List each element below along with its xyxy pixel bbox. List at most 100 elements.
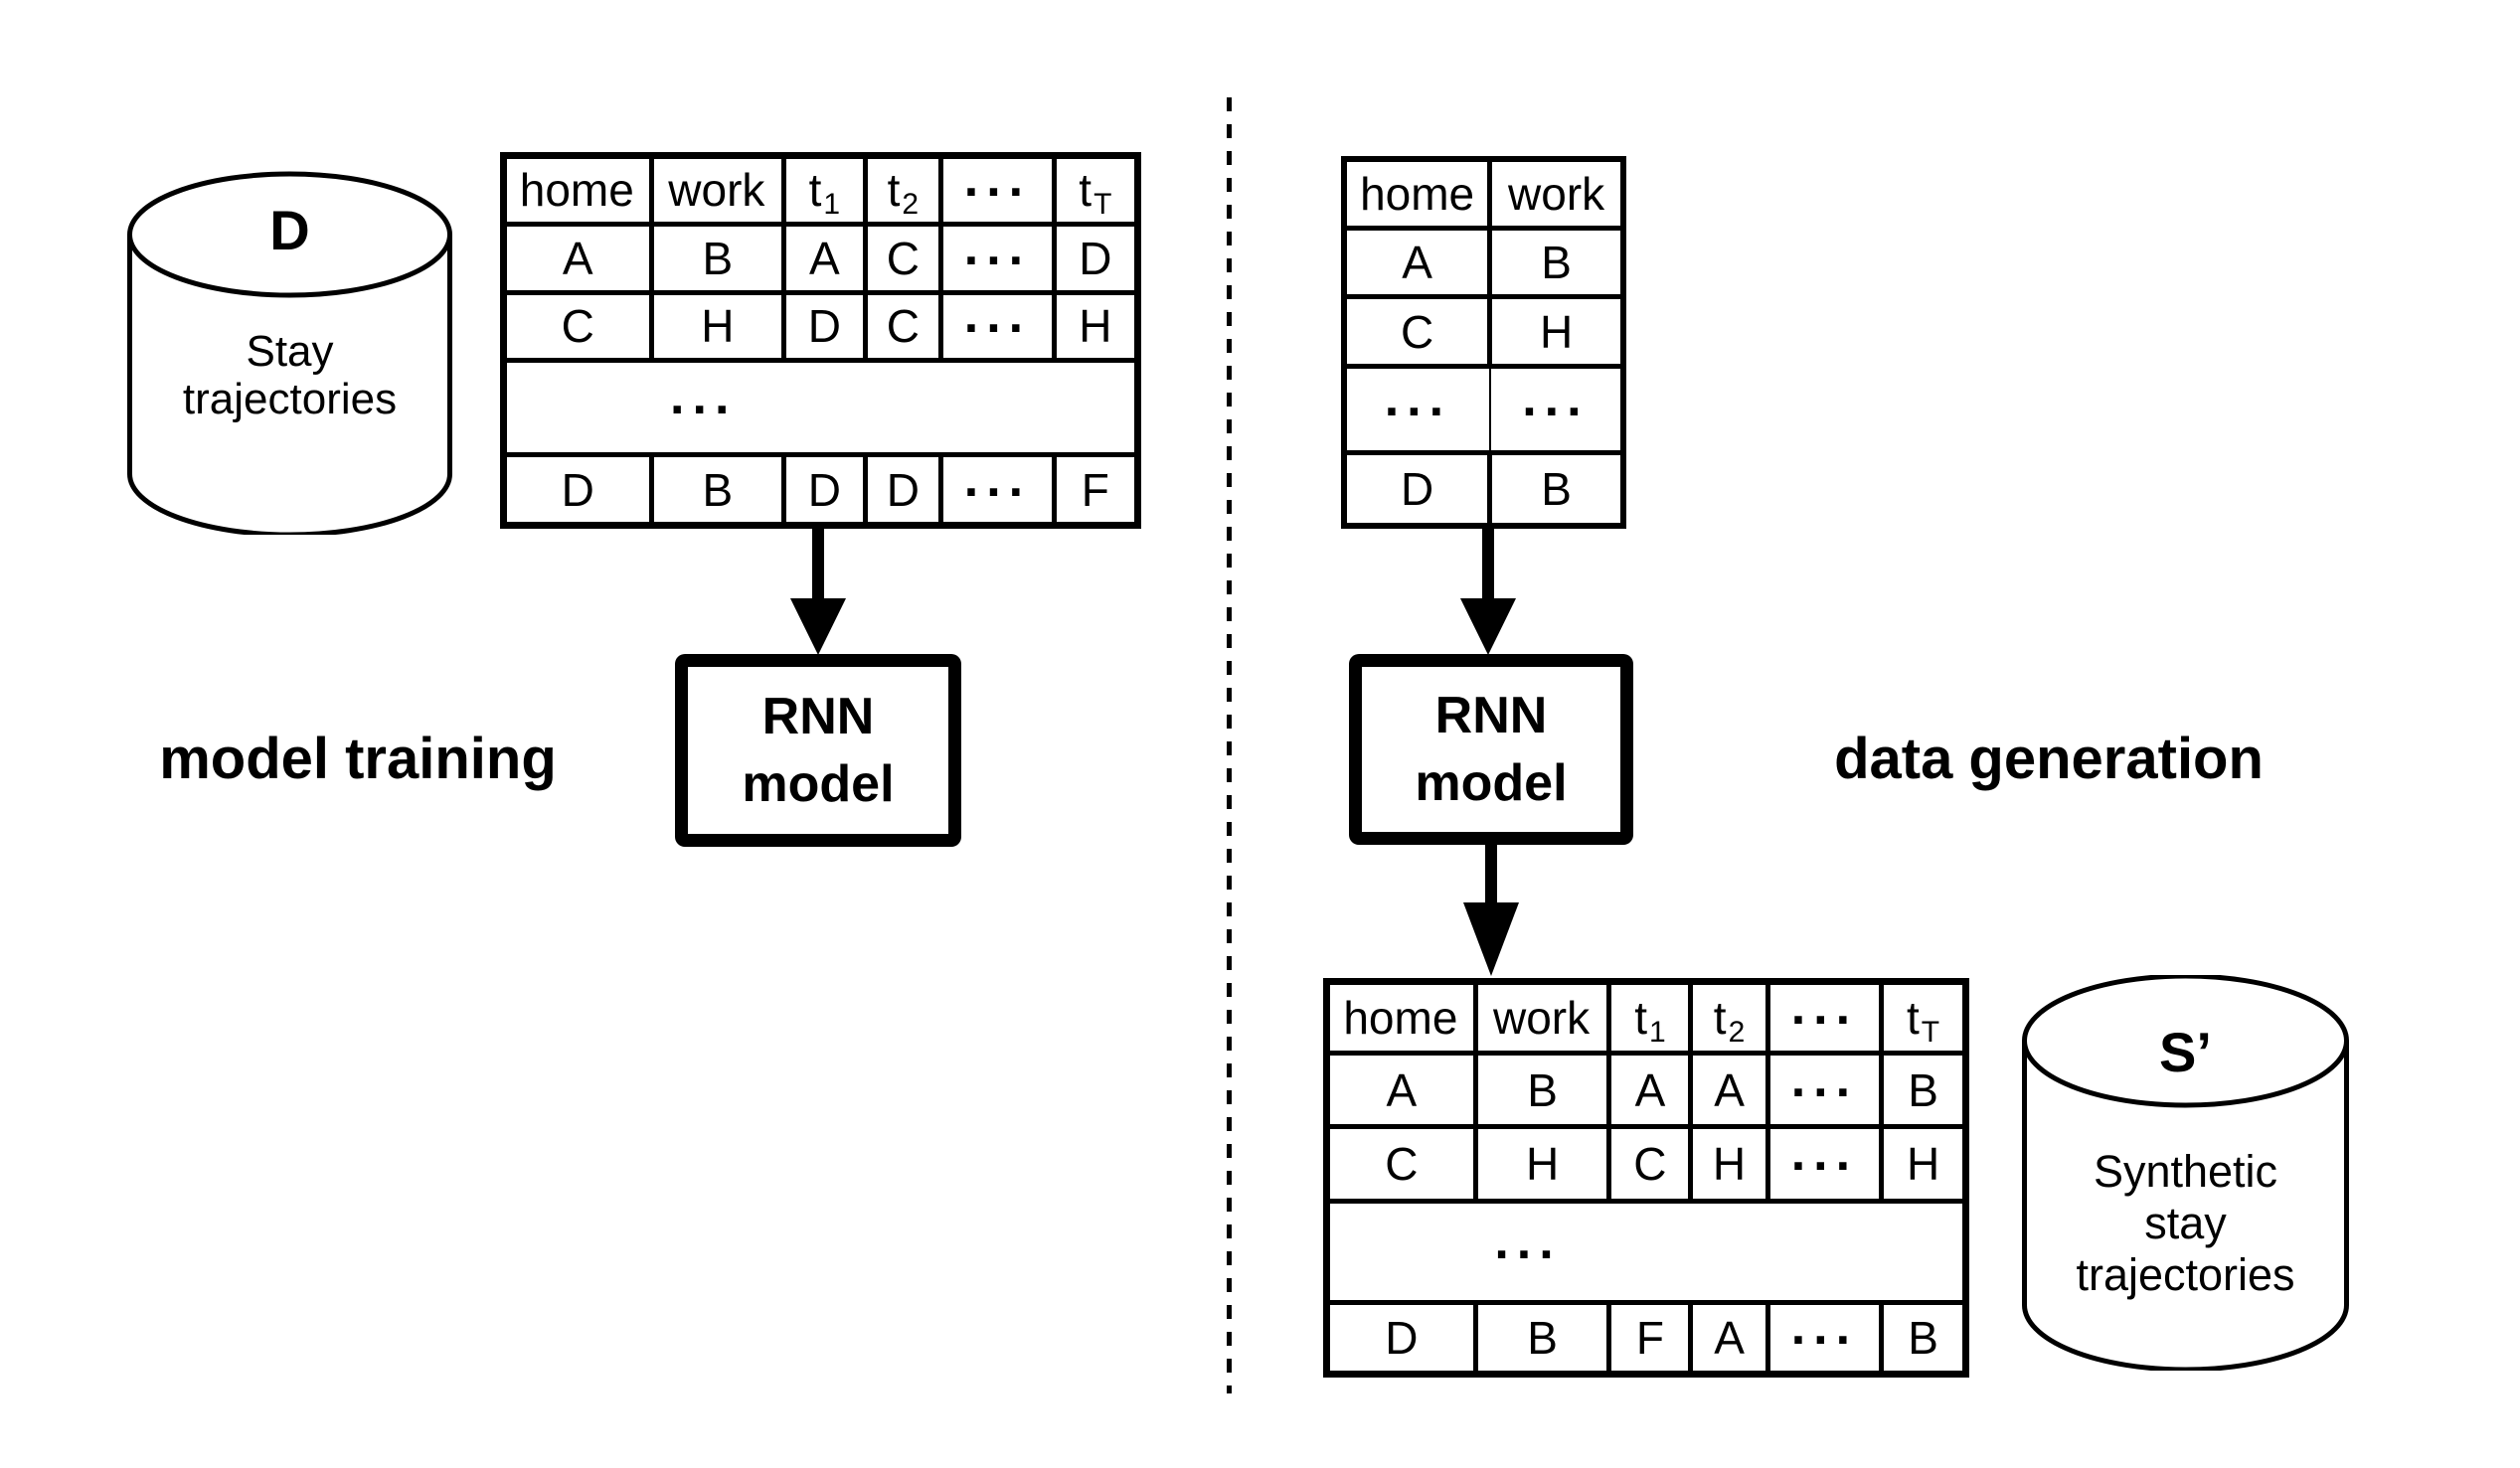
col-header-home: home [1360,168,1475,221]
table-cell: C [862,226,939,290]
arrow-training-input-stem [812,529,824,600]
table-ellipsis-row: ... [1330,1199,1962,1300]
database-caption: Stay trajectories [127,328,452,423]
cylinder-shape-icon [2022,975,2349,1371]
table-cell: A [1688,1305,1764,1371]
table-row: A B A C ... D [507,222,1134,290]
rnn-box-line: RNN [761,688,875,745]
table-cell: C [1400,305,1434,358]
table-header-row: home work [1347,162,1620,227]
synthetic-database-cylinder: S’ Synthetic stay trajectories [2022,975,2349,1371]
table-row: C H D C ... H [507,289,1134,359]
table-cell: C [862,294,939,359]
col-header-work: work [1472,985,1607,1051]
rnn-box-line: RNN [1434,687,1548,744]
table-cell: A [562,232,593,284]
section-divider-dashed [1227,97,1232,1393]
rnn-box-line: model [742,755,895,813]
table-cell-ellipsis: ... [1764,1301,1879,1371]
table-row: C H C H ... H [1330,1124,1962,1200]
table-cell: H [648,294,782,359]
table-ellipsis-row: ... [507,358,1134,452]
table-cell: B [648,457,782,522]
table-cell: B [1487,231,1620,295]
table-row: D B F A ... B [1330,1300,1962,1371]
table-row: D B [1347,450,1620,523]
stage-label-data-generation: data generation [1834,727,2264,791]
col-header-work: work [1487,162,1620,227]
table-cell: D [781,457,862,522]
source-database-cylinder: D Stay trajectories [127,171,452,535]
table-cell: F [1051,457,1134,522]
table-cell-ellipsis: ... [938,222,1052,290]
table-cell-ellipsis: ... [1488,369,1620,451]
table-row: A B [1347,226,1620,295]
rnn-model-box-training: RNN model [675,654,961,847]
table-row: C H [1347,294,1620,364]
table-cell: C [1606,1129,1688,1200]
table-cell: H [1472,1129,1607,1200]
caption-line: Stay [246,327,334,376]
seed-attributes-table: home work A B C H ... ... D B [1341,156,1626,529]
table-cell: B [1879,1305,1962,1371]
table-cell: A [1402,237,1432,289]
table-cell: H [1051,294,1134,359]
table-cell: C [1385,1138,1419,1191]
table-cell: D [1400,463,1434,516]
table-cell-ellipsis: ... [938,453,1052,522]
table-cell: A [1688,1055,1764,1125]
table-cell-ellipsis: ... [1764,1127,1879,1200]
table-cell: D [1051,226,1134,290]
col-header-home: home [519,164,634,217]
table-cell-ellipsis: ... [1494,1212,1562,1270]
database-caption: Synthetic stay trajectories [2022,1146,2349,1301]
caption-line: stay [2144,1198,2227,1248]
table-cell: H [1487,299,1620,364]
col-header-home: home [1343,991,1458,1044]
database-label-D: D [269,199,310,261]
table-cell-ellipsis: ... [670,368,738,426]
table-cell: D [1385,1312,1419,1365]
table-ellipsis-row: ... ... [1347,364,1620,451]
caption-line: Synthetic [2093,1146,2278,1197]
table-cell: D [862,457,939,522]
table-cell: A [781,226,862,290]
rnn-box-line: model [1415,754,1568,812]
caption-line: trajectories [182,375,398,423]
table-cell: B [1879,1055,1962,1125]
table-cell: D [781,294,862,359]
arrow-generation-output-head [1463,902,1519,976]
table-cell: A [1386,1063,1418,1116]
table-cell: H [1879,1129,1962,1200]
table-cell: B [1472,1055,1607,1125]
caption-line: trajectories [2076,1249,2295,1300]
table-cell: F [1606,1305,1688,1371]
arrow-training-input-head [790,598,846,655]
col-header-work: work [648,159,782,222]
table-cell: B [648,226,782,290]
stage-label-model-training: model training [159,727,557,791]
arrow-generation-input-stem [1482,527,1494,600]
table-cell: D [561,463,594,516]
col-header-ellipsis: ... [938,153,1052,222]
table-cell: A [1606,1055,1688,1125]
rnn-model-box-generation: RNN model [1349,654,1633,845]
arrow-generation-output-stem [1485,843,1497,904]
cylinder-shape-icon [127,171,452,535]
table-cell-ellipsis: ... [1384,370,1452,428]
table-cell-ellipsis: ... [1764,1054,1879,1125]
table-cell: C [561,300,594,353]
table-cell: B [1472,1305,1607,1371]
database-label-S-prime: S’ [2159,1021,2212,1083]
